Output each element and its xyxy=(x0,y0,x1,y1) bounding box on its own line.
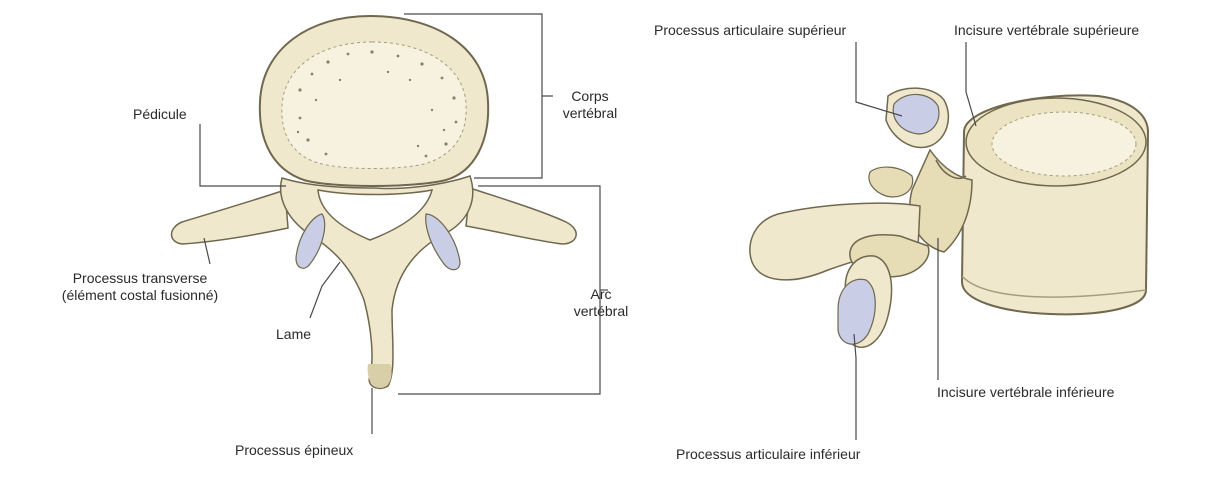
incisure-vertebrale-inferieure-label: Incisure vertébrale inférieure xyxy=(937,384,1114,401)
processus-articulaire-superieur-label: Processus articulaire supérieur xyxy=(654,22,846,39)
superior-view-figure xyxy=(172,16,577,388)
lateral-view-figure xyxy=(750,88,1148,347)
corps-vertebral-label: Corps vertébral xyxy=(555,88,625,122)
lateral-body-top-inner xyxy=(992,112,1136,176)
incisure-sup-leader xyxy=(966,42,976,126)
processus-articulaire-inferieur-label: Processus articulaire inférieur xyxy=(676,446,860,463)
right-transverse-process xyxy=(466,188,576,244)
left-transverse-process xyxy=(172,190,289,244)
processus-transverse-label: Processus transverse (élément costal fus… xyxy=(40,270,240,304)
pedicule-label: Pédicule xyxy=(133,106,187,123)
art-inf-leader xyxy=(854,334,856,440)
body-cancellous-core xyxy=(282,42,466,169)
corps-label-line1: Corps xyxy=(555,88,625,105)
lame-leader xyxy=(310,262,340,318)
transverse-label-line1: Processus transverse xyxy=(40,270,240,287)
lame-label: Lame xyxy=(276,326,311,343)
lateral-mammillary xyxy=(869,167,913,197)
arc-vertebral-label: Arc vertébral xyxy=(566,286,636,320)
arc-label-line1: Arc xyxy=(566,286,636,303)
transverse-label-line2: (élément costal fusionné) xyxy=(40,287,240,304)
incisure-vertebrale-superieure-label: Incisure vertébrale supérieure xyxy=(954,22,1139,39)
arc-label-line2: vertébral xyxy=(566,303,636,320)
processus-epineux-label: Processus épineux xyxy=(235,442,353,459)
corps-label-line2: vertébral xyxy=(555,105,625,122)
